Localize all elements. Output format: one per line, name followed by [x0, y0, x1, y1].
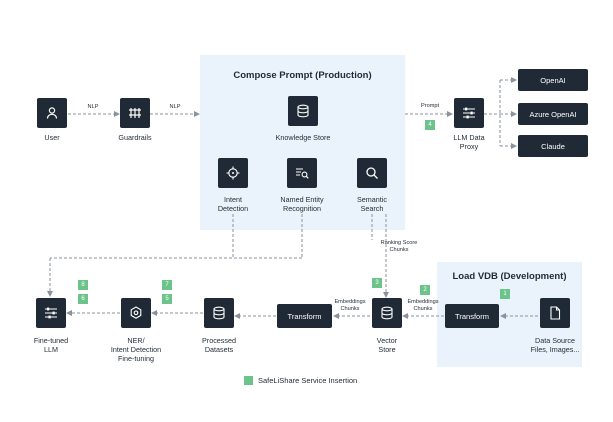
data-source-label: Data Source Files, Images... — [530, 336, 580, 354]
database-icon — [297, 104, 309, 118]
badge-1: 1 — [500, 289, 510, 299]
knowledge-store-label: Knowledge Store — [275, 133, 331, 142]
edge-label-nlp-1: NLP — [87, 104, 99, 110]
semantic-search-label: Semantic Search — [357, 195, 387, 213]
vector-store-node[interactable] — [372, 298, 402, 328]
search-icon — [366, 167, 378, 179]
data-source-node[interactable] — [540, 298, 570, 328]
crosshair-icon — [226, 166, 240, 180]
llm-proxy-node[interactable] — [454, 98, 484, 128]
ner-node[interactable] — [287, 158, 317, 188]
processed-datasets-label: Processed Datasets — [202, 336, 236, 354]
vector-store-label: Vector Store — [376, 336, 398, 354]
transform-left-node[interactable]: Transform — [277, 304, 332, 328]
badge-6: 6 — [78, 294, 88, 304]
guardrails-node[interactable] — [120, 98, 150, 128]
user-node[interactable] — [37, 98, 67, 128]
intent-detection-label: Intent Detection — [217, 195, 249, 213]
text-search-icon — [296, 168, 309, 179]
load-vdb-title: Load VDB (Development) — [452, 271, 567, 282]
badge-2: 2 — [420, 285, 430, 295]
fine-tuned-llm-node[interactable] — [36, 298, 66, 328]
claude-provider[interactable]: Claude — [518, 135, 588, 157]
azure-openai-provider[interactable]: Azure OpenAI — [518, 103, 588, 125]
gear-icon — [130, 306, 142, 319]
semantic-search-node[interactable] — [357, 158, 387, 188]
guardrails-icon — [129, 108, 141, 118]
edge-label-embeddings-left: Embeddings Chunks — [334, 299, 366, 312]
processed-datasets-node[interactable] — [204, 298, 234, 328]
compose-prompt-panel — [200, 55, 405, 230]
badge-8: 8 — [78, 280, 88, 290]
compose-prompt-title: Compose Prompt (Production) — [233, 70, 372, 81]
ner-intent-finetuning-label: NER/ Intent Detection Fine-tuning — [110, 336, 162, 363]
database-icon — [213, 306, 225, 320]
user-icon — [46, 107, 58, 119]
intent-detection-node[interactable] — [218, 158, 248, 188]
document-icon — [550, 306, 561, 320]
ner-label: Named Entity Recognition — [280, 195, 324, 213]
edge-label-ranking: Ranking Score Chunks — [380, 240, 418, 253]
ner-intent-finetuning-node[interactable] — [121, 298, 151, 328]
badge-5: 5 — [162, 294, 172, 304]
edge-label-prompt: Prompt — [420, 103, 440, 109]
openai-provider[interactable]: OpenAI — [518, 69, 588, 91]
llm-proxy-label: LLM Data Proxy — [453, 133, 485, 151]
transform-right-node[interactable]: Transform — [445, 304, 499, 328]
user-label: User — [44, 133, 60, 142]
badge-7: 7 — [162, 280, 172, 290]
legend-swatch — [244, 376, 253, 385]
edge-label-embeddings-right: Embeddings Chunks — [407, 299, 439, 312]
fine-tuned-llm-label: Fine-tuned LLM — [33, 336, 69, 354]
edge-label-nlp-2: NLP — [169, 104, 181, 110]
sliders-icon — [45, 307, 57, 319]
database-icon — [381, 306, 393, 320]
legend-label: SafeLiShare Service Insertion — [258, 376, 358, 385]
guardrails-label: Guardrails — [118, 133, 152, 142]
sliders-icon — [463, 107, 475, 119]
badge-3: 3 — [372, 278, 382, 288]
knowledge-store-node[interactable] — [288, 96, 318, 126]
badge-4: 4 — [425, 120, 435, 130]
